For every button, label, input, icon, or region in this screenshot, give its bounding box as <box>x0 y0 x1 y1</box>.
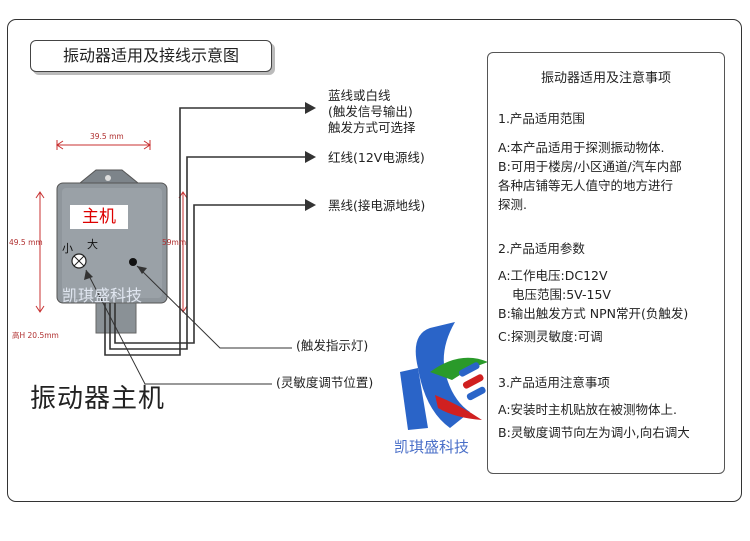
s1-a: A:本产品适用于探测振动物体. <box>498 140 665 155</box>
s2-a2: 电压范围:5V-15V <box>512 287 611 302</box>
diagram-title: 振动器适用及接线示意图 <box>30 40 272 72</box>
notes-panel: 振动器适用及注意事项 1.产品适用范围 A:本产品适用于探测振动物体. B:可用… <box>487 52 725 474</box>
s1-b3: 探测. <box>498 197 527 212</box>
outer-frame <box>7 19 742 502</box>
dim-height-right-label: 59mm <box>162 238 187 247</box>
wire-blue-line1: 蓝线或白线 <box>328 88 391 103</box>
company-logo-mark <box>400 322 488 430</box>
notes-title: 振动器适用及注意事项 <box>540 71 671 86</box>
s2-title: 2.产品适用参数 <box>498 241 585 256</box>
main-caption: 振动器主机 <box>30 384 166 414</box>
wire-black-label: 黑线(接电源地线) <box>328 198 426 213</box>
s1-b2: 各种店铺等无人值守的地方进行 <box>498 178 674 193</box>
s2-a1: A:工作电压:DC12V <box>498 268 608 283</box>
wire-blue-label: 蓝线或白线 (触发信号输出) 触发方式可选择 <box>328 88 416 136</box>
company-logo-text: 凯琪盛科技 <box>394 438 470 456</box>
host-label: 主机 <box>70 205 128 229</box>
notes-section-3: 3.产品适用注意事项 A:安装时主机贴放在被测物体上. B:灵敏度调节向左为调小… <box>498 373 722 442</box>
s3-title: 3.产品适用注意事项 <box>498 375 610 390</box>
small-label: 小 <box>62 242 73 255</box>
dim-height-left-label: 49.5 mm <box>9 238 43 247</box>
dim-width-label: 39.5 mm <box>90 132 124 141</box>
s1-title: 1.产品适用范围 <box>498 111 585 126</box>
notes-section-1: 1.产品适用范围 A:本产品适用于探测振动物体. B:可用于楼房/小区通道/汽车… <box>498 109 722 214</box>
wire-blue-line2: (触发信号输出) <box>328 104 413 119</box>
s1-b1: B:可用于楼房/小区通道/汽车内部 <box>498 159 682 174</box>
s3-b: B:灵敏度调节向左为调小,向右调大 <box>498 425 690 440</box>
s2-c: C:探测灵敏度:可调 <box>498 329 603 344</box>
wire-arrows <box>305 102 316 211</box>
notes-section-2: 2.产品适用参数 A:工作电压:DC12V 电压范围:5V-15V B:输出触发… <box>498 239 722 346</box>
dimension-lines <box>35 140 188 313</box>
callout-lines <box>85 265 292 385</box>
large-label: 大 <box>87 238 98 251</box>
sensitivity-label: (灵敏度调节位置) <box>276 375 374 390</box>
dim-depth-label: 高H 20.5mm <box>12 331 59 340</box>
s2-b: B:输出触发方式 NPN常开(负触发) <box>498 306 689 321</box>
s3-a: A:安装时主机贴放在被测物体上. <box>498 402 678 417</box>
wire-red-label: 红线(12V电源线) <box>328 150 425 165</box>
indicator-label: (触发指示灯) <box>296 338 369 353</box>
wire-blue-line3: 触发方式可选择 <box>328 120 416 135</box>
wire-bundle <box>104 107 305 356</box>
device-watermark: 凯琪盛科技 <box>62 286 143 305</box>
